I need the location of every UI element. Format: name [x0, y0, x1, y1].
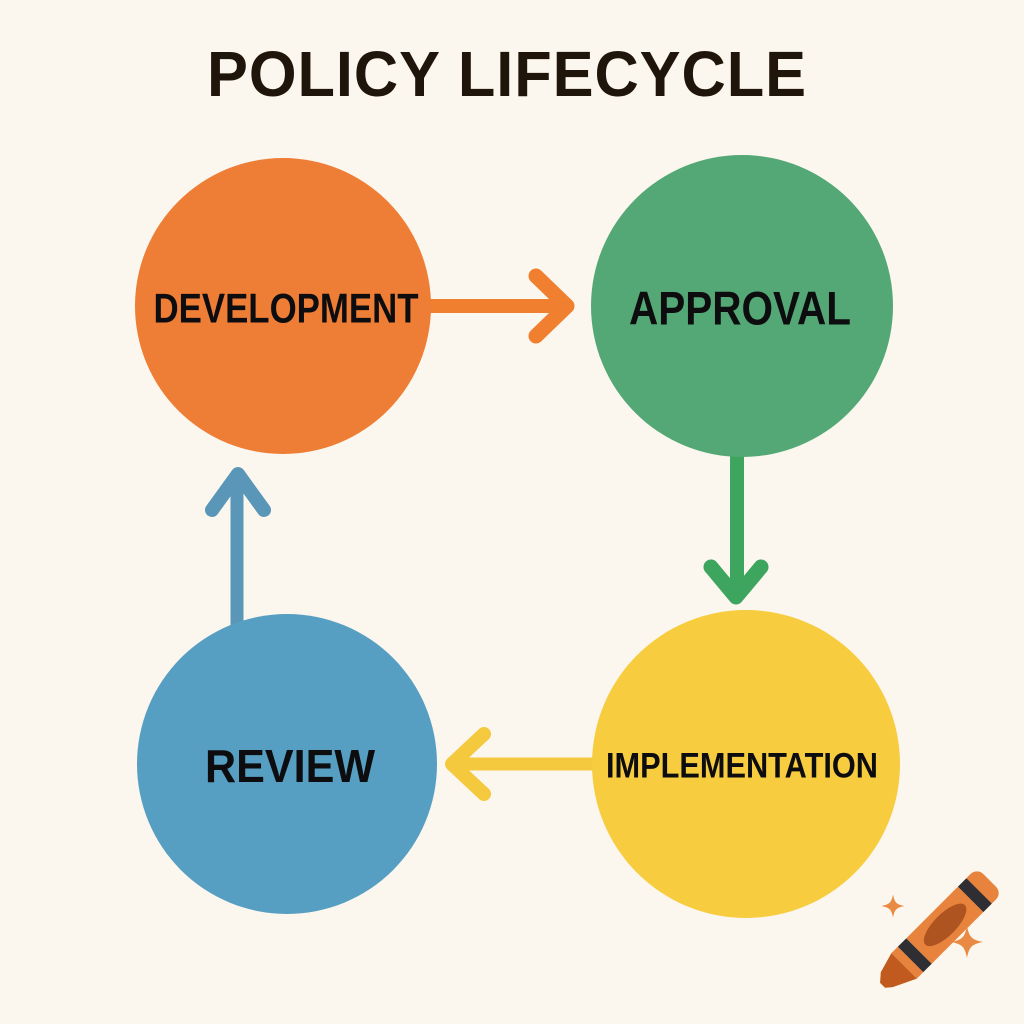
node-review-label: REVIEW [205, 740, 376, 792]
arrow-head-left-icon [445, 727, 491, 801]
crayon-back [965, 871, 999, 905]
node-implementation [592, 610, 900, 918]
sparkle-icon [881, 894, 905, 918]
page-title: POLICY LIFECYCLE [207, 38, 807, 110]
node-approval [591, 155, 893, 457]
arrow-development-to-approval [413, 268, 575, 344]
node-implementation-label: IMPLEMENTATION [606, 747, 878, 786]
crayon-collar [891, 946, 924, 979]
crayon-stripe-top [957, 878, 992, 913]
crayon-icon [880, 871, 999, 988]
arrow-implementation-to-review [445, 727, 617, 801]
arrow-review-to-development [205, 467, 271, 641]
node-development [135, 158, 431, 454]
arrow-head-down-icon [703, 559, 769, 605]
node-approval-label: APPROVAL [629, 282, 851, 335]
arrow-head-up-icon [205, 467, 271, 517]
arrow-approval-to-implementation [703, 433, 769, 605]
arrow-head-right-icon [528, 268, 575, 344]
node-development-label: DEVELOPMENT [154, 285, 419, 332]
crayon-tip [880, 953, 917, 988]
sparkle-icon [951, 926, 983, 958]
node-review [137, 614, 437, 914]
crayon-oval [923, 903, 967, 947]
crayon-stripe-bottom [897, 938, 932, 973]
